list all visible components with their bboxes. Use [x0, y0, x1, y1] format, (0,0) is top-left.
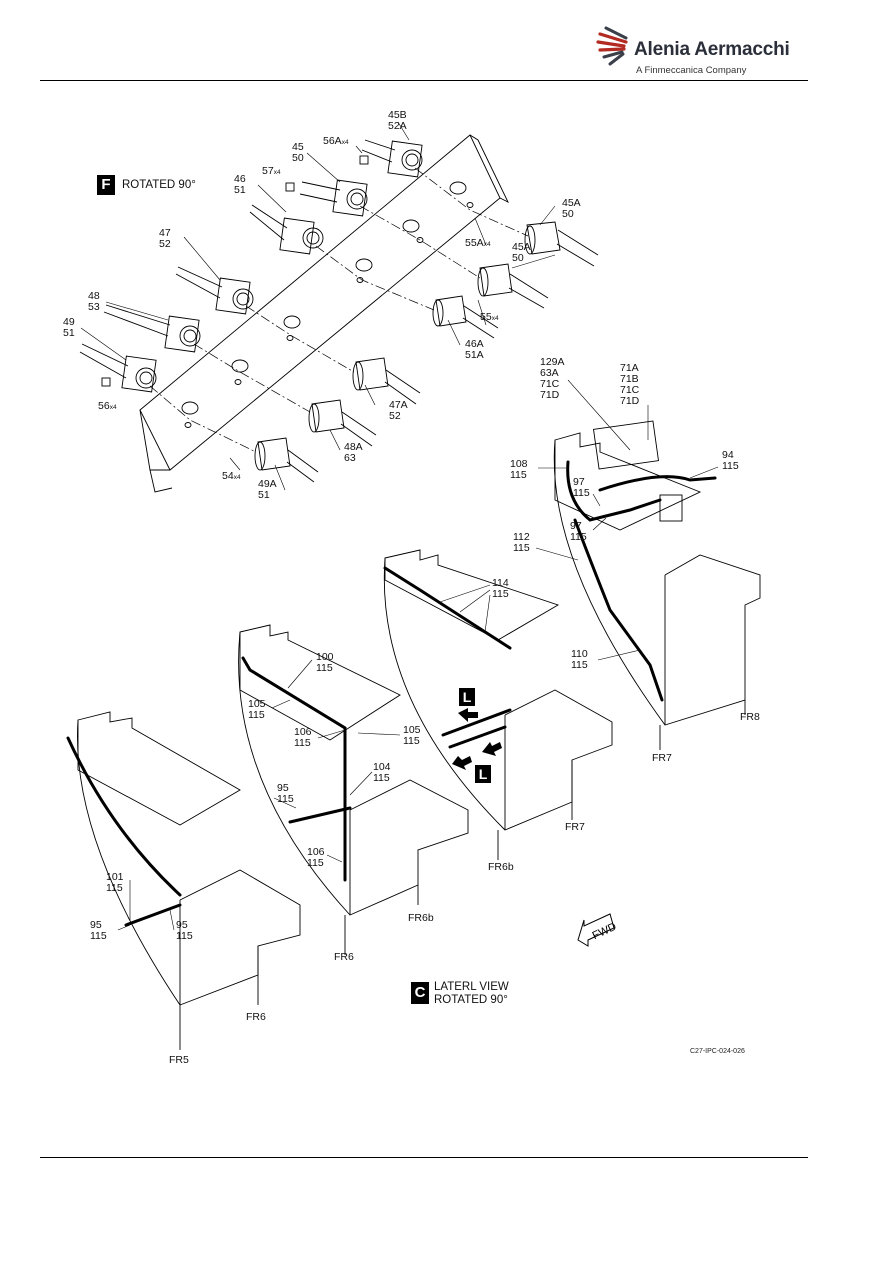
forward-arrow: FWD [576, 906, 620, 953]
callout: 56x4 [98, 400, 117, 412]
company-name: Alenia Aermacchi [634, 39, 790, 60]
view-l-badge-top: L [459, 688, 475, 706]
header-rule [40, 80, 808, 81]
callout: 55x4 [480, 311, 499, 323]
callout: 55Ax4 [465, 237, 491, 249]
figure-id: C27-IPC-024-026 [690, 1048, 745, 1055]
frame-label: FR6 [246, 1011, 266, 1023]
fuselage-frames [77, 420, 761, 1050]
frame-label: FR8 [740, 711, 760, 723]
view-l-badge-bottom: L [475, 765, 491, 783]
view-c-badge: C [411, 982, 429, 1004]
backshell-connectors [254, 221, 599, 483]
view-f-title: ROTATED 90° [122, 179, 196, 191]
frame-label: FR6b [488, 861, 514, 873]
frame-label: FR7 [652, 752, 672, 764]
callout: 54x4 [222, 470, 241, 482]
view-c-title-line1: LATERL VIEW [434, 981, 509, 993]
frame-label: FR7 [565, 821, 585, 833]
callout-leaders [80, 121, 719, 931]
fwd-arrow-icon: FWD [577, 913, 618, 947]
callout: 57x4 [262, 165, 281, 177]
panel-connectors [79, 139, 423, 393]
logo-mark-icon [596, 26, 628, 66]
company-logo: Alenia Aermacchi A Finmeccanica Company [596, 24, 796, 82]
footer-rule [40, 1157, 808, 1158]
connector-panel [139, 134, 509, 493]
frame-label: FR5 [169, 1054, 189, 1066]
view-l-arrows [452, 708, 502, 770]
frame-label: FR6 [334, 951, 354, 963]
frame-label: FR6b [408, 912, 434, 924]
wire-harness [66, 460, 717, 927]
view-f-badge: F [97, 175, 115, 195]
view-c-title-line2: ROTATED 90° [434, 994, 508, 1006]
callout: 56Ax4 [323, 135, 349, 147]
company-subtitle: A Finmeccanica Company [636, 65, 747, 76]
